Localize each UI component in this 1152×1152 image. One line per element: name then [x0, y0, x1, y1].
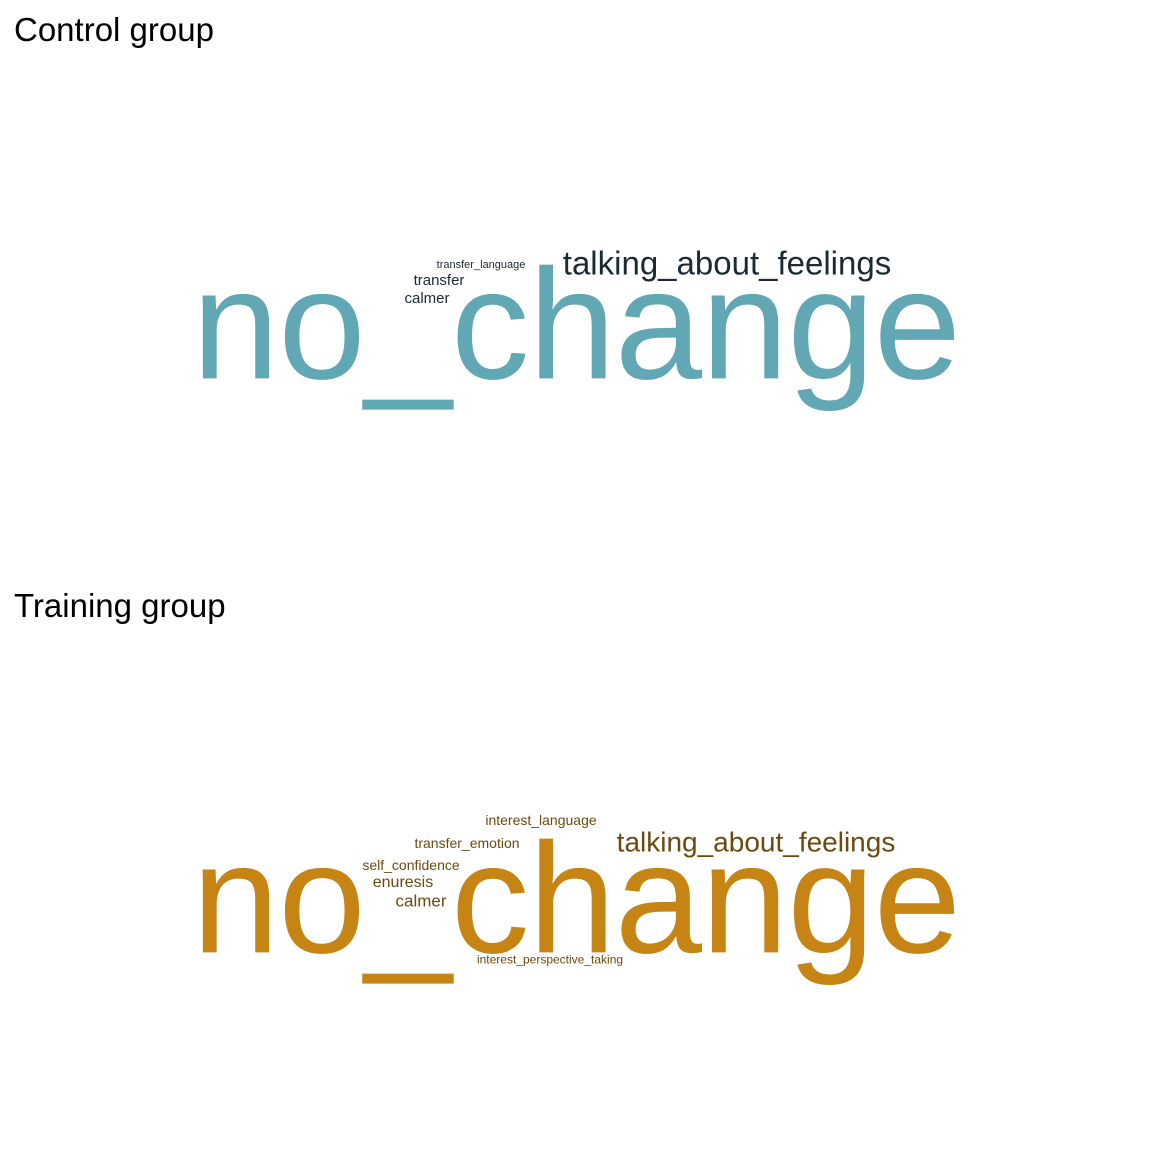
word-interest-perspective-taking: interest_perspective_taking: [476, 952, 624, 967]
word-interest-language: interest_language: [485, 811, 597, 828]
word-no-change: no_change: [191, 237, 961, 413]
word-self-confidence: self_confidence: [362, 856, 460, 873]
word-enuresis: enuresis: [372, 874, 434, 892]
word-no-change: no_change: [191, 811, 961, 987]
training-group-title: Training group: [14, 587, 226, 624]
word-transfer-emotion: transfer_emotion: [414, 834, 520, 851]
control-group-panel: Control group no_change talking_about_fe…: [14, 11, 961, 413]
word-calmer: calmer: [404, 290, 450, 307]
word-calmer: calmer: [395, 891, 447, 911]
word-talking-about-feelings: talking_about_feelings: [616, 826, 896, 858]
training-group-panel: Training group no_change talking_about_f…: [0, 576, 1152, 1152]
word-transfer-language: transfer_language: [436, 259, 526, 272]
word-transfer: transfer: [413, 272, 465, 289]
control-group-title: Control group: [14, 11, 214, 48]
word-talking-about-feelings: talking_about_feelings: [562, 244, 892, 282]
